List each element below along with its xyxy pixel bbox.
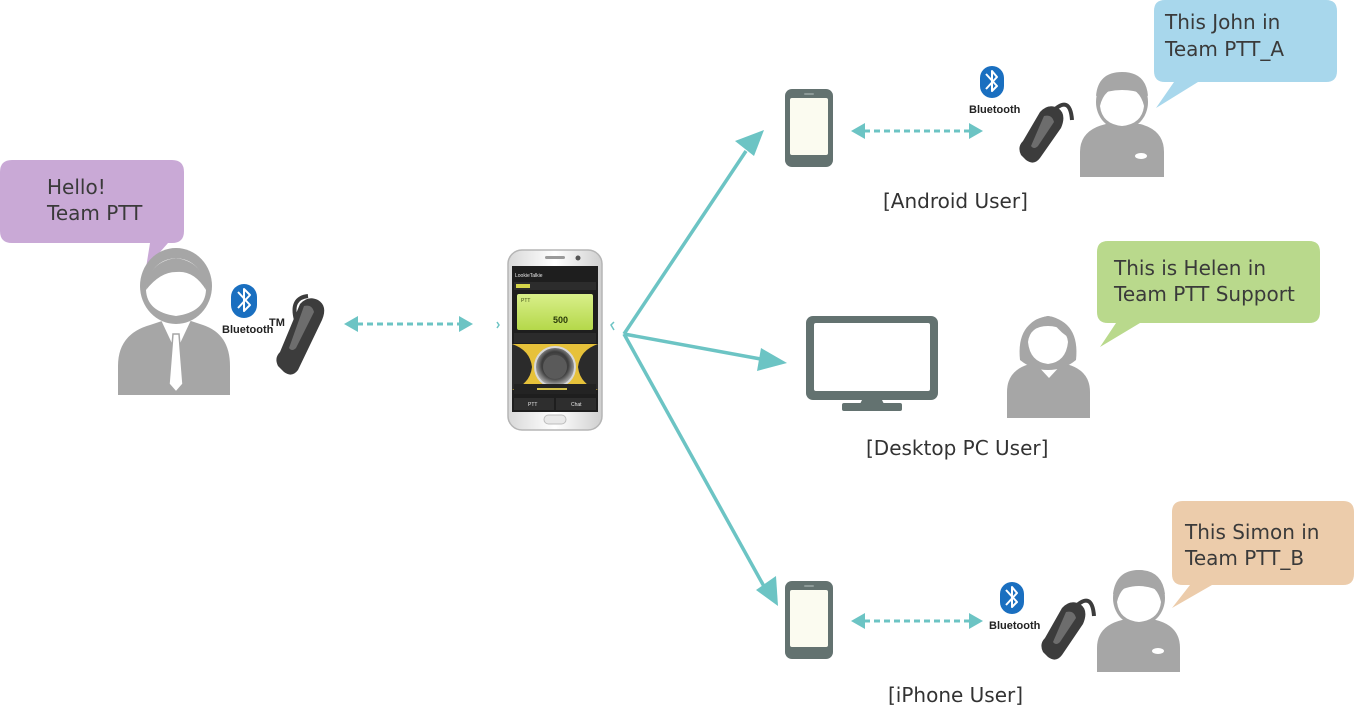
- desktop-user-label: [Desktop PC User]: [866, 436, 1048, 460]
- center-smartphone: LookieTalkie PTT 500 PTT Chat: [507, 249, 603, 431]
- arrowhead-android: [735, 130, 764, 156]
- john-person-icon: [1080, 72, 1164, 177]
- sender-bluetooth-icon: Bluetooth TM: [222, 284, 285, 336]
- iphone-user-label: [iPhone User]: [888, 683, 1023, 707]
- john-bubble-line2: Team PTT_A: [1164, 37, 1284, 61]
- sender-headset-icon: [276, 294, 325, 375]
- iphone-bluetooth-icon: Bluetooth: [989, 582, 1041, 632]
- arrow-to-desktop: [623, 332, 767, 362]
- android-bluetooth-icon: Bluetooth: [969, 66, 1021, 116]
- sender-bubble-line2: Team PTT: [46, 201, 143, 225]
- android-bluetooth-link: [851, 123, 983, 139]
- arrow-to-android: [622, 150, 748, 335]
- android-user-label: [Android User]: [883, 189, 1028, 213]
- iphone-headset-icon: [1041, 598, 1096, 660]
- simon-bubble-line2: Team PTT_B: [1184, 546, 1304, 570]
- center-chat-button: Chat: [571, 402, 582, 408]
- distribution-arrows: [622, 150, 768, 591]
- link-tick-right: [610, 321, 615, 331]
- center-channel: PTT: [521, 298, 530, 304]
- sender-speech-bubble: Hello! Team PTT: [0, 160, 184, 268]
- center-app-title: LookieTalkie: [515, 273, 543, 279]
- center-ptt-button: PTT: [528, 402, 537, 408]
- arrowhead-desktop: [757, 348, 787, 371]
- simon-person-icon: [1097, 570, 1180, 672]
- john-bubble-line1: This John in: [1164, 10, 1280, 34]
- simon-bubble-line1: This Simon in: [1184, 520, 1319, 544]
- arrow-to-iphone: [622, 333, 768, 591]
- svg-text:TM: TM: [269, 317, 285, 329]
- sender-person-icon: [118, 248, 230, 395]
- android-phone-icon: [785, 89, 833, 167]
- iphone-phone-icon: [785, 581, 833, 659]
- helen-person-icon: [1007, 316, 1090, 418]
- android-bluetooth-label: Bluetooth: [969, 104, 1021, 116]
- sender-bluetooth-link: [344, 316, 473, 332]
- helen-bubble-line1: This is Helen in: [1113, 256, 1266, 280]
- iphone-bluetooth-label: Bluetooth: [989, 620, 1041, 632]
- iphone-bluetooth-link: [851, 613, 983, 629]
- john-speech-bubble: This John in Team PTT_A: [1154, 0, 1337, 108]
- link-tick-left: [496, 321, 500, 329]
- arrowhead-iphone: [756, 576, 778, 606]
- sender-bluetooth-label: Bluetooth: [222, 324, 274, 336]
- helen-speech-bubble: This is Helen in Team PTT Support: [1097, 241, 1320, 347]
- sender-bubble-shape: [0, 160, 184, 268]
- sender-bubble-line1: Hello!: [47, 175, 106, 199]
- center-timer: 500: [553, 315, 568, 325]
- desktop-monitor-icon: [806, 316, 938, 411]
- simon-speech-bubble: This Simon in Team PTT_B: [1172, 501, 1354, 608]
- android-headset-icon: [1019, 102, 1074, 163]
- helen-bubble-line2: Team PTT Support: [1113, 282, 1295, 306]
